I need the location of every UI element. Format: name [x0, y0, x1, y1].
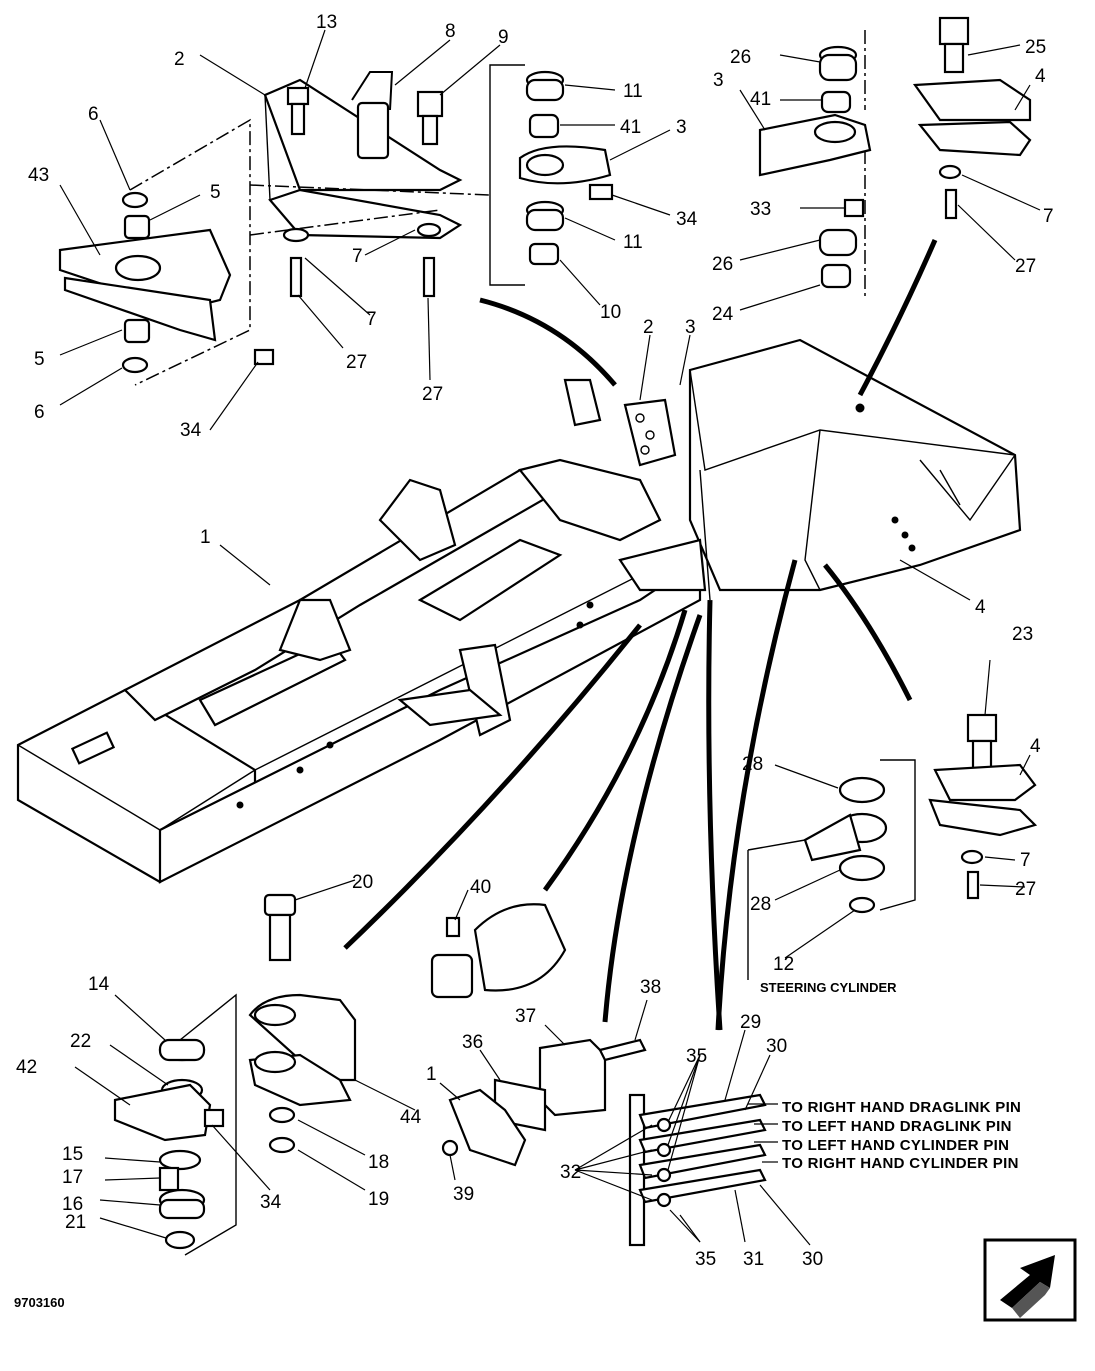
upper-right-bushing-stack — [758, 16, 1032, 300]
hose-label: TO LEFT HAND CYLINDER PIN — [782, 1137, 1009, 1154]
callout-42: 42 — [16, 1057, 37, 1078]
callout-35: 35 — [695, 1249, 716, 1270]
callout-3: 3 — [713, 70, 724, 91]
callout-20: 20 — [352, 872, 373, 893]
callout-2: 2 — [174, 49, 185, 70]
callout-34: 34 — [676, 209, 698, 230]
callout-9: 9 — [498, 27, 509, 48]
callout-28: 28 — [742, 754, 763, 775]
hose-label: TO RIGHT HAND DRAGLINK PIN — [782, 1099, 1021, 1116]
callout-19: 19 — [368, 1189, 389, 1210]
callout-7: 7 — [1043, 206, 1054, 227]
callout-44: 44 — [400, 1107, 422, 1128]
callout-28: 28 — [750, 894, 771, 915]
callout-16: 16 — [62, 1194, 83, 1215]
callout-24: 24 — [712, 304, 734, 325]
callout-4: 4 — [1035, 66, 1046, 87]
upper-left-hinge-assembly — [58, 71, 491, 386]
callout-18: 18 — [368, 1152, 389, 1173]
callout-14: 14 — [88, 974, 110, 995]
callout-3: 3 — [676, 117, 687, 138]
steering-cylinder-mount — [747, 713, 1038, 980]
upper-center-bushing-stack — [489, 64, 614, 286]
callout-35: 35 — [686, 1046, 707, 1067]
callout-36: 36 — [462, 1032, 483, 1053]
callout-15: 15 — [62, 1144, 83, 1165]
callout-27: 27 — [1015, 256, 1036, 277]
callout-26: 26 — [730, 47, 751, 68]
callout-3: 3 — [685, 317, 696, 338]
callout-12: 12 — [773, 954, 794, 975]
callout-38: 38 — [640, 977, 661, 998]
hose-assembly — [628, 1093, 767, 1247]
hose-label: TO LEFT HAND DRAGLINK PIN — [782, 1118, 1012, 1135]
callout-1: 1 — [426, 1064, 437, 1085]
hose-destination-labels: TO RIGHT HAND DRAGLINK PIN TO LEFT HAND … — [782, 1099, 1021, 1172]
callout-25: 25 — [1025, 37, 1046, 58]
callout-27: 27 — [422, 384, 443, 405]
lower-center-parts — [263, 893, 647, 1167]
callout-22: 22 — [70, 1031, 91, 1052]
callout-33: 33 — [750, 199, 771, 220]
callout-1: 1 — [200, 527, 211, 548]
callout-2: 2 — [643, 317, 654, 338]
callout-numbers: 13 8 9 2 6 43 5 5 6 34 7 7 27 27 11 41 3… — [16, 12, 1054, 1270]
steering-cylinder-caption: STEERING CYLINDER — [760, 980, 897, 995]
callout-32: 32 — [560, 1162, 581, 1183]
callout-8: 8 — [445, 21, 456, 42]
callout-11: 11 — [623, 81, 643, 102]
callout-39: 39 — [453, 1184, 474, 1205]
callout-5: 5 — [210, 182, 221, 203]
callout-10: 10 — [600, 302, 621, 323]
callout-27: 27 — [1015, 879, 1036, 900]
callout-41: 41 — [620, 117, 641, 138]
callout-4: 4 — [1030, 736, 1041, 757]
callout-40: 40 — [470, 877, 491, 898]
callout-6: 6 — [88, 104, 99, 125]
callout-37: 37 — [515, 1006, 536, 1027]
callout-34: 34 — [260, 1192, 282, 1213]
callout-7: 7 — [1020, 850, 1031, 871]
callout-11: 11 — [623, 232, 643, 253]
callout-41: 41 — [750, 89, 771, 110]
hose-label: TO RIGHT HAND CYLINDER PIN — [782, 1155, 1019, 1172]
callout-4: 4 — [975, 597, 986, 618]
callout-43: 43 — [28, 165, 49, 186]
callout-23: 23 — [1012, 624, 1033, 645]
callout-31: 31 — [743, 1249, 764, 1270]
orientation-arrow-icon — [983, 1238, 1077, 1322]
callout-17: 17 — [62, 1167, 83, 1188]
callout-34: 34 — [180, 420, 202, 441]
callout-29: 29 — [740, 1012, 761, 1033]
callout-21: 21 — [65, 1212, 86, 1233]
figure-code: 9703160 — [14, 1295, 65, 1310]
callout-30: 30 — [802, 1249, 823, 1270]
callout-5: 5 — [34, 349, 45, 370]
callout-30: 30 — [766, 1036, 787, 1057]
lower-left-bushing-stack — [113, 993, 357, 1256]
main-frame — [16, 338, 1022, 884]
callout-13: 13 — [316, 12, 337, 33]
callout-26: 26 — [712, 254, 733, 275]
assembly-arrows — [343, 238, 938, 1031]
leader-lines — [59, 29, 1041, 1246]
callout-27: 27 — [346, 352, 367, 373]
callout-7: 7 — [366, 309, 377, 330]
callout-6: 6 — [34, 402, 45, 423]
callout-7: 7 — [352, 246, 363, 267]
